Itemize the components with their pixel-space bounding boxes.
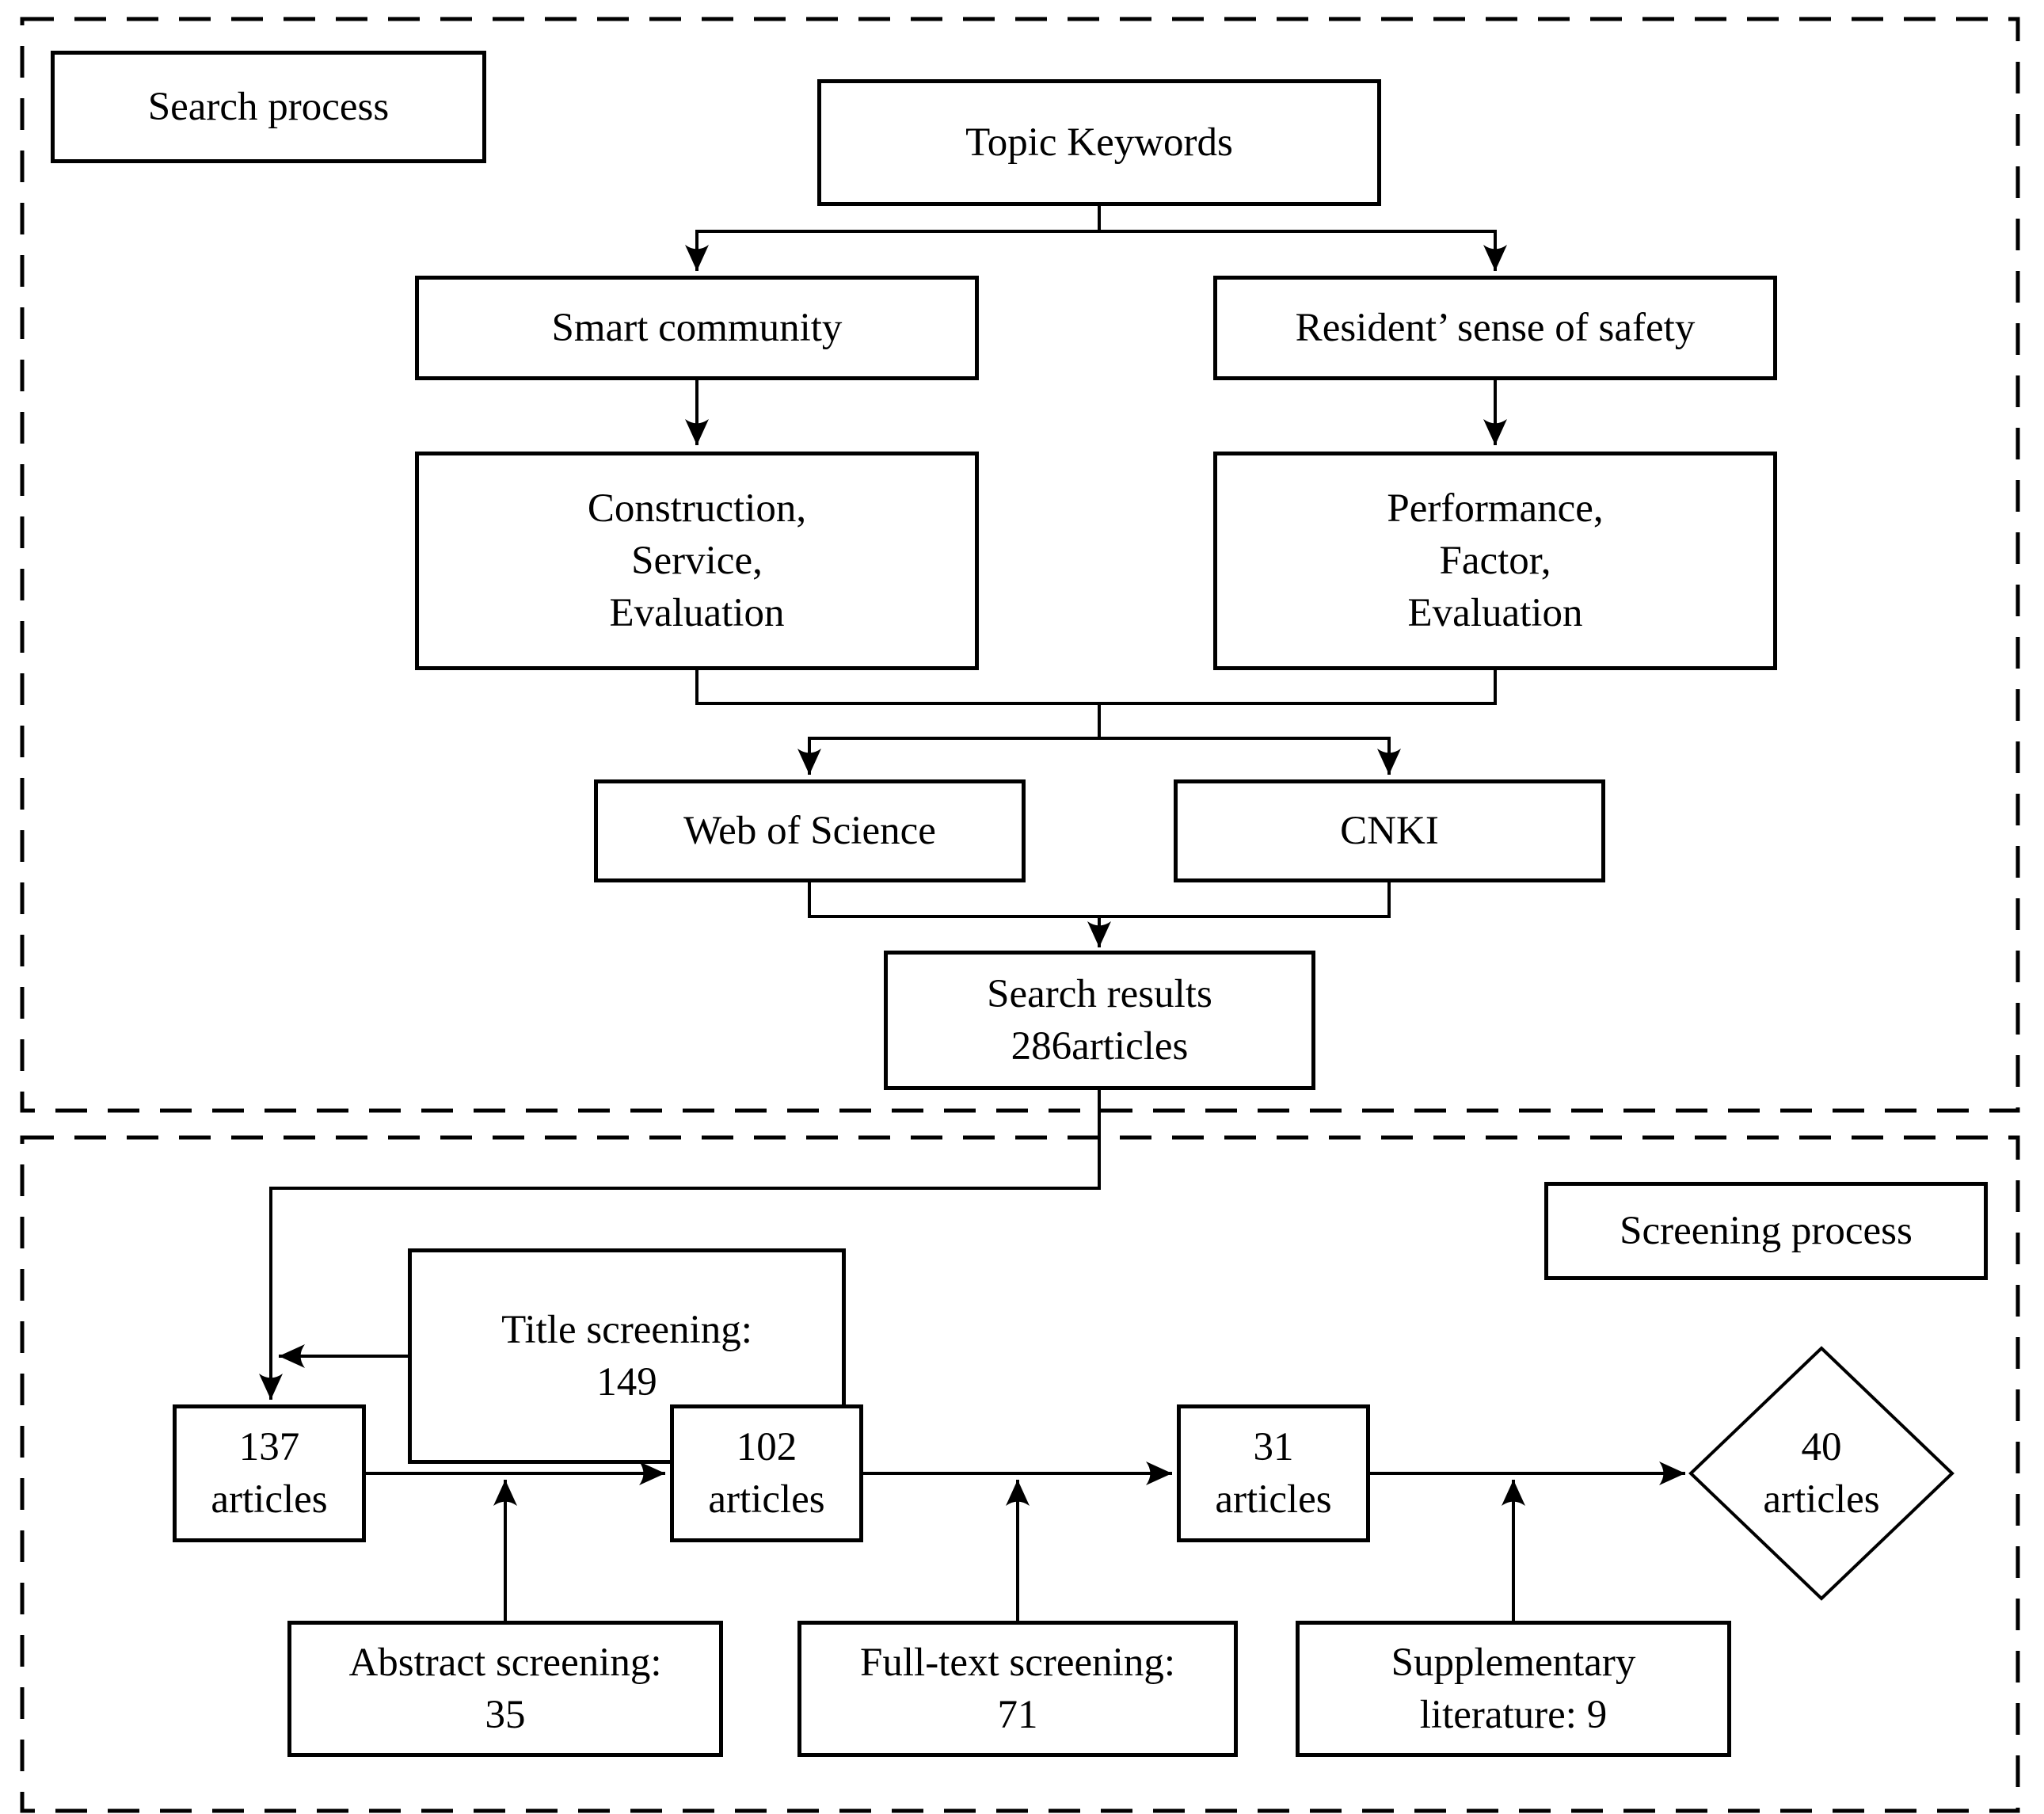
articles-40-count: 40	[1801, 1425, 1842, 1469]
articles-31-count: 31	[1253, 1425, 1294, 1469]
supplementary-line-1: Supplementary	[1391, 1641, 1636, 1685]
db-split-right	[1099, 737, 1401, 775]
web-of-science-box: Web of Science	[594, 779, 1026, 882]
cnki-box: CNKI	[1174, 779, 1605, 882]
db-merge-right	[1099, 882, 1391, 918]
construction-line-1: Construction,	[587, 486, 807, 531]
resident-safety-text: Resident’ sense of safety	[1295, 306, 1696, 350]
search-results-line-1: Search results	[987, 972, 1212, 1016]
search-process-text: Search process	[147, 85, 390, 129]
title-screening-line-2: 149	[596, 1360, 657, 1404]
performance-factor-evaluation-box: Performance, Factor, Evaluation	[1213, 452, 1777, 670]
cnki-text: CNKI	[1340, 809, 1439, 853]
screening-process-text: Screening process	[1620, 1209, 1913, 1253]
performance-line-3: Evaluation	[1407, 591, 1583, 635]
articles-102-unit: articles	[708, 1477, 825, 1522]
terms-merge-left	[695, 670, 1099, 705]
search-process-frame	[20, 17, 2020, 1113]
screening-process-frame	[20, 1135, 2020, 1813]
performance-line-1: Performance,	[1387, 486, 1604, 531]
supplementary-line-2: literature: 9	[1419, 1693, 1608, 1737]
supplementary-literature-box: Supplementary literature: 9	[1296, 1621, 1731, 1757]
search-results-line-2: 286articles	[1011, 1024, 1189, 1069]
articles-137-box: 137 articles	[173, 1404, 366, 1542]
articles-40-diamond	[1688, 1346, 1955, 1601]
topic-keywords-box: Topic Keywords	[817, 79, 1381, 206]
articles-102-box: 102 articles	[670, 1404, 863, 1542]
articles-31-unit: articles	[1215, 1477, 1332, 1522]
construction-line-2: Service,	[631, 539, 763, 583]
construction-line-3: Evaluation	[609, 591, 785, 635]
smart-community-box: Smart community	[415, 276, 979, 380]
topic-split-left	[685, 206, 1101, 271]
db-merge-left	[808, 882, 1099, 918]
articles-31-box: 31 articles	[1177, 1404, 1370, 1542]
fulltext-screening-box: Full-text screening: 71	[797, 1621, 1238, 1757]
articles-40-label: 40 articles	[1703, 1418, 1940, 1529]
topic-keywords-text: Topic Keywords	[965, 120, 1233, 165]
abstract-screening-box: Abstract screening: 35	[287, 1621, 723, 1757]
performance-line-2: Factor,	[1439, 539, 1551, 583]
title-screening-box: Title screening: 149	[408, 1248, 846, 1464]
web-of-science-text: Web of Science	[683, 809, 936, 853]
abstract-screening-line-1: Abstract screening:	[348, 1641, 662, 1685]
articles-137-count: 137	[238, 1425, 300, 1469]
screening-process-label: Screening process	[1544, 1182, 1988, 1280]
title-screening-line-1: Title screening:	[501, 1308, 752, 1352]
construction-service-evaluation-box: Construction, Service, Evaluation	[415, 452, 979, 670]
articles-102-count: 102	[736, 1425, 797, 1469]
connector-lines	[259, 206, 1685, 1621]
articles-137-unit: articles	[211, 1477, 328, 1522]
fulltext-screening-line-2: 71	[997, 1693, 1038, 1737]
articles-40-unit: articles	[1763, 1477, 1880, 1522]
smart-community-text: Smart community	[551, 306, 843, 350]
section-frames	[20, 17, 2020, 1813]
abstract-screening-line-2: 35	[485, 1693, 526, 1737]
search-results-box: Search results 286articles	[884, 951, 1315, 1090]
fulltext-screening-line-1: Full-text screening:	[860, 1641, 1175, 1685]
terms-merge-right	[1099, 670, 1497, 705]
results-to-137	[259, 1090, 1101, 1400]
resident-safety-box: Resident’ sense of safety	[1213, 276, 1777, 380]
db-split-left	[797, 703, 1101, 775]
search-process-label: Search process	[51, 51, 486, 163]
topic-split-right	[1099, 230, 1507, 271]
